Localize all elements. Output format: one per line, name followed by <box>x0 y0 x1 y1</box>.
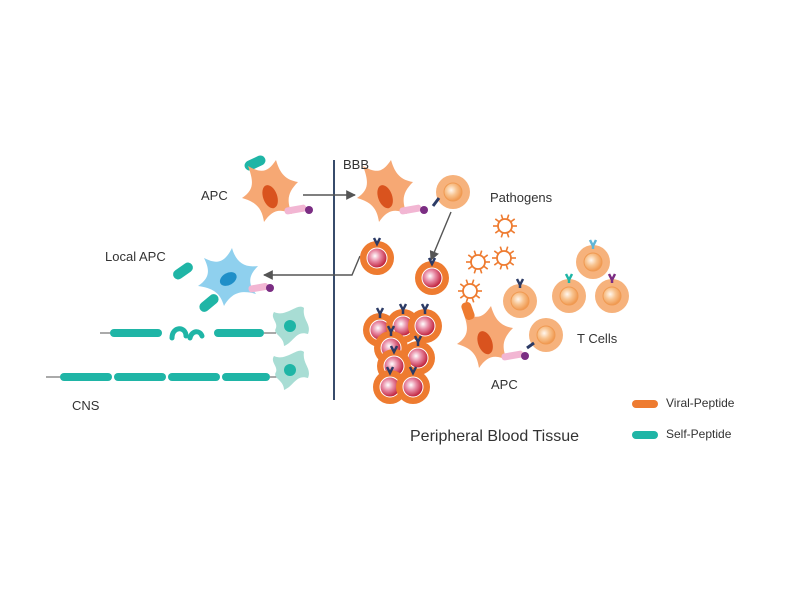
killer-t-cell-icon <box>415 257 449 295</box>
t-cell-icon <box>595 273 629 313</box>
pathogen-icon <box>492 246 516 270</box>
bbb-label: BBB <box>343 157 370 172</box>
neuron-icon <box>272 306 309 346</box>
pathogens <box>458 214 517 303</box>
local-apc-label: Local APC <box>105 249 166 264</box>
pathogens-label: Pathogens <box>490 190 553 205</box>
pathogen-icon <box>458 279 482 303</box>
t-cell-icon <box>576 239 610 279</box>
axon-icon <box>46 373 278 381</box>
killer-t-cells <box>360 237 449 404</box>
t-cell-icon <box>529 318 563 352</box>
arrow-pathogen-down <box>429 211 452 261</box>
apc-label: APC <box>201 188 228 203</box>
legend-label-self: Self-Peptide <box>666 427 732 441</box>
legend-swatch-viral <box>632 400 658 408</box>
t-cell-icon <box>503 278 537 318</box>
killer-t-cell-icon <box>396 366 430 404</box>
apc-cell-icon <box>242 155 313 222</box>
cns-label: CNS <box>72 398 100 413</box>
killer-t-cell-icon <box>408 303 442 343</box>
apc-cell-icon <box>357 160 428 222</box>
apc-cell-icon <box>457 301 529 368</box>
naive-t-cells <box>503 239 629 352</box>
neuron-icon <box>272 350 309 390</box>
pathogen-icon <box>493 214 517 238</box>
t-cell-icon <box>431 175 470 209</box>
arrow-to-local-apc <box>263 255 361 280</box>
peripheral-blood-tissue-label: Peripheral Blood Tissue <box>410 428 579 445</box>
arrows <box>263 190 452 280</box>
t-cells-label: T Cells <box>577 331 618 346</box>
pathogen-icon <box>466 250 490 274</box>
axon-icon <box>100 326 276 341</box>
apc-label-bottom: APC <box>491 377 518 392</box>
legend-swatch-self <box>632 431 658 439</box>
killer-t-cell-icon <box>360 237 394 275</box>
local-apc-cell-icon <box>173 248 274 312</box>
t-cell-icon <box>552 273 586 313</box>
tcr-binding-icon <box>526 341 535 350</box>
legend-label-viral: Viral-Peptide <box>666 396 735 410</box>
